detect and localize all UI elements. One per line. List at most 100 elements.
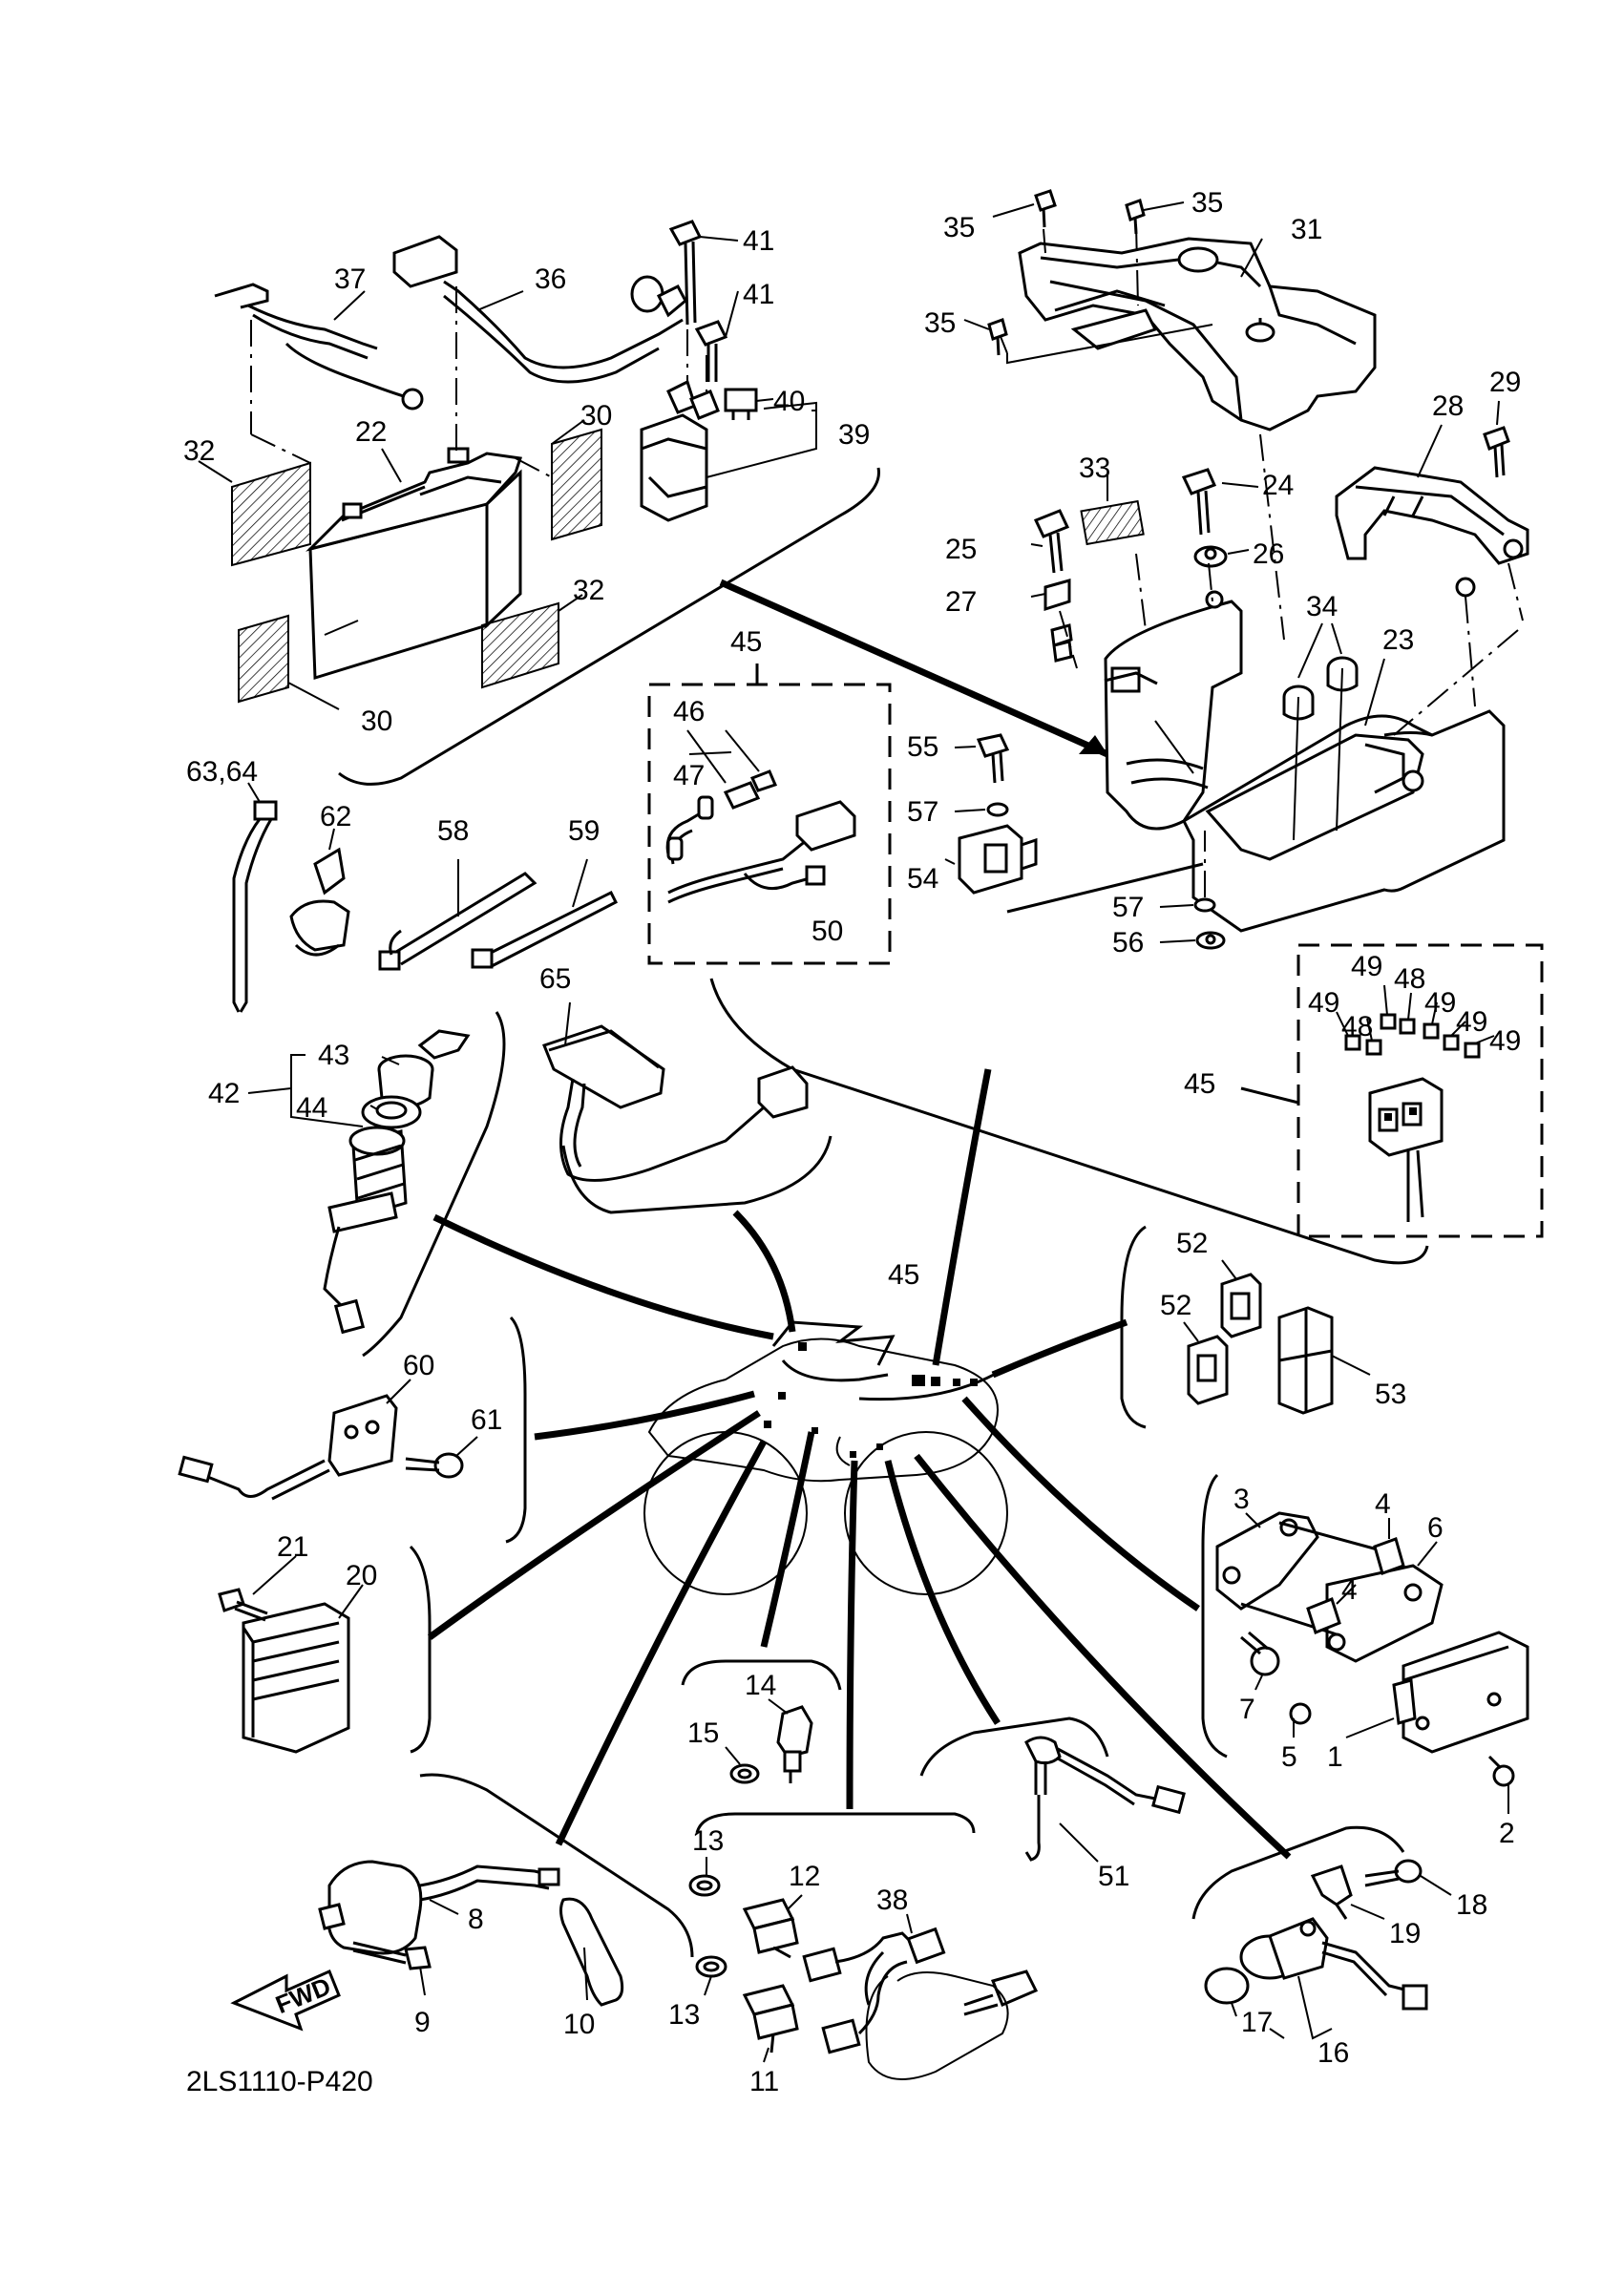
battery-pads — [198, 419, 602, 710]
callout-15: 15 — [687, 1717, 719, 1749]
starter-relay — [640, 329, 758, 522]
callout-35-right-top: 35 — [1191, 187, 1223, 219]
callout-5: 5 — [1281, 1741, 1297, 1773]
callout-30-bottom: 30 — [361, 706, 392, 737]
callout-53: 53 — [1375, 1379, 1406, 1410]
rectifier-regulator — [218, 1555, 364, 1754]
leader-lines-battery — [333, 236, 817, 483]
callout-30-top: 30 — [580, 400, 612, 432]
callout-4-mid: 4 — [1341, 1574, 1358, 1606]
clamp-62 — [289, 828, 350, 957]
callout-49-d: 49 — [1456, 1006, 1487, 1038]
callout-40: 40 — [773, 386, 805, 417]
callout-60: 60 — [403, 1350, 434, 1381]
callout-55: 55 — [907, 731, 938, 763]
callout-3: 3 — [1233, 1484, 1250, 1515]
arrow-to-box — [1079, 735, 1107, 754]
diagram-code: 2LS1110-P420 — [186, 2066, 373, 2097]
harness-38 — [834, 1913, 1039, 2080]
callout-1: 1 — [1327, 1741, 1343, 1773]
callout-2: 2 — [1499, 1818, 1515, 1849]
callout-36: 36 — [535, 263, 566, 295]
callout-49-b: 49 — [1424, 987, 1456, 1019]
switch-11 — [695, 1955, 861, 2063]
callout-24: 24 — [1262, 470, 1294, 501]
fuse-box-54 — [944, 824, 1038, 895]
callout-13-top: 13 — [692, 1825, 724, 1857]
callout-labels: 37 36 41 41 40 39 32 22 30 32 30 35 35 3… — [183, 187, 1521, 2097]
bolt-61 — [405, 1436, 478, 1479]
callout-16: 16 — [1317, 2037, 1349, 2069]
callout-45-right: 45 — [1184, 1068, 1215, 1100]
upper-right-leaders — [1006, 433, 1519, 914]
callout-27: 27 — [945, 586, 977, 618]
callout-13-bottom: 13 — [668, 1999, 700, 2031]
callout-50: 50 — [812, 916, 843, 947]
callout-11: 11 — [749, 2066, 779, 2097]
callout-42: 42 — [208, 1078, 240, 1109]
group-45-upper-box — [647, 664, 892, 965]
callout-52-lower: 52 — [1160, 1290, 1191, 1321]
screws-35 — [963, 189, 1185, 356]
callout-49-a: 49 — [1351, 951, 1382, 982]
battery-hold-bracket — [1335, 400, 1529, 707]
callout-59: 59 — [568, 815, 600, 847]
sensor-60 — [178, 1379, 411, 1501]
callout-22: 22 — [355, 416, 387, 448]
cable-tie-63-64 — [232, 782, 278, 1013]
callout-7: 7 — [1239, 1694, 1255, 1725]
battery — [306, 447, 522, 681]
fuse-wire-lead — [665, 729, 856, 904]
fwd-arrow — [230, 1969, 341, 2032]
callout-26: 26 — [1253, 538, 1284, 570]
callout-47: 47 — [673, 760, 705, 791]
callout-61: 61 — [471, 1404, 502, 1436]
callout-45-upper: 45 — [730, 626, 762, 658]
wire-lead-65 — [542, 1001, 809, 1182]
callout-65: 65 — [539, 963, 571, 995]
callout-56: 56 — [1112, 927, 1144, 958]
callout-54: 54 — [907, 863, 938, 895]
callout-44: 44 — [296, 1092, 327, 1124]
callout-34: 34 — [1306, 591, 1338, 622]
clamp-19-bolt-18 — [1310, 1859, 1452, 1920]
switch-12 — [688, 1857, 842, 1983]
callout-41-mid: 41 — [743, 279, 774, 310]
callout-57-lower: 57 — [1112, 892, 1144, 923]
relay-52a — [1220, 1259, 1262, 1338]
side-panel — [997, 223, 1377, 432]
callout-29: 29 — [1489, 367, 1521, 398]
callout-14: 14 — [745, 1670, 776, 1701]
callout-48-b: 48 — [1341, 1011, 1373, 1043]
relay-52b — [1183, 1321, 1229, 1405]
callout-33: 33 — [1079, 453, 1110, 484]
callout-20: 20 — [346, 1560, 377, 1591]
callout-32-right: 32 — [573, 575, 604, 606]
callout-9: 9 — [414, 2007, 431, 2038]
fuse-block — [1336, 984, 1495, 1222]
callout-18: 18 — [1456, 1889, 1487, 1921]
callout-38: 38 — [876, 1885, 908, 1916]
callout-49-c: 49 — [1308, 987, 1339, 1019]
callout-23: 23 — [1382, 624, 1414, 656]
callout-37: 37 — [334, 263, 366, 295]
ignition-coil — [318, 1860, 624, 2007]
callout-35-left: 35 — [924, 307, 956, 339]
cable-tie-59 — [471, 858, 619, 969]
battery-negative-cable — [214, 283, 424, 434]
callout-49-e: 49 — [1489, 1025, 1521, 1057]
callout-52-upper: 52 — [1176, 1228, 1208, 1259]
bolt-55 — [954, 733, 1010, 784]
speed-sensor — [1204, 1917, 1428, 2040]
callout-58: 58 — [437, 815, 469, 847]
bolt-7-bolt-5-bolt-2 — [1240, 1631, 1515, 1814]
callout-63-64: 63,64 — [186, 756, 258, 788]
cable-tie-58 — [378, 859, 537, 971]
assembly-leaders — [427, 579, 1292, 1860]
battery-box-bolts-24-29 — [1030, 426, 1510, 669]
bolt-41a — [668, 220, 703, 326]
callout-4-top: 4 — [1375, 1488, 1391, 1520]
ecu-bracket — [1215, 1511, 1444, 1663]
callout-19: 19 — [1389, 1918, 1421, 1949]
callout-46: 46 — [673, 696, 705, 727]
